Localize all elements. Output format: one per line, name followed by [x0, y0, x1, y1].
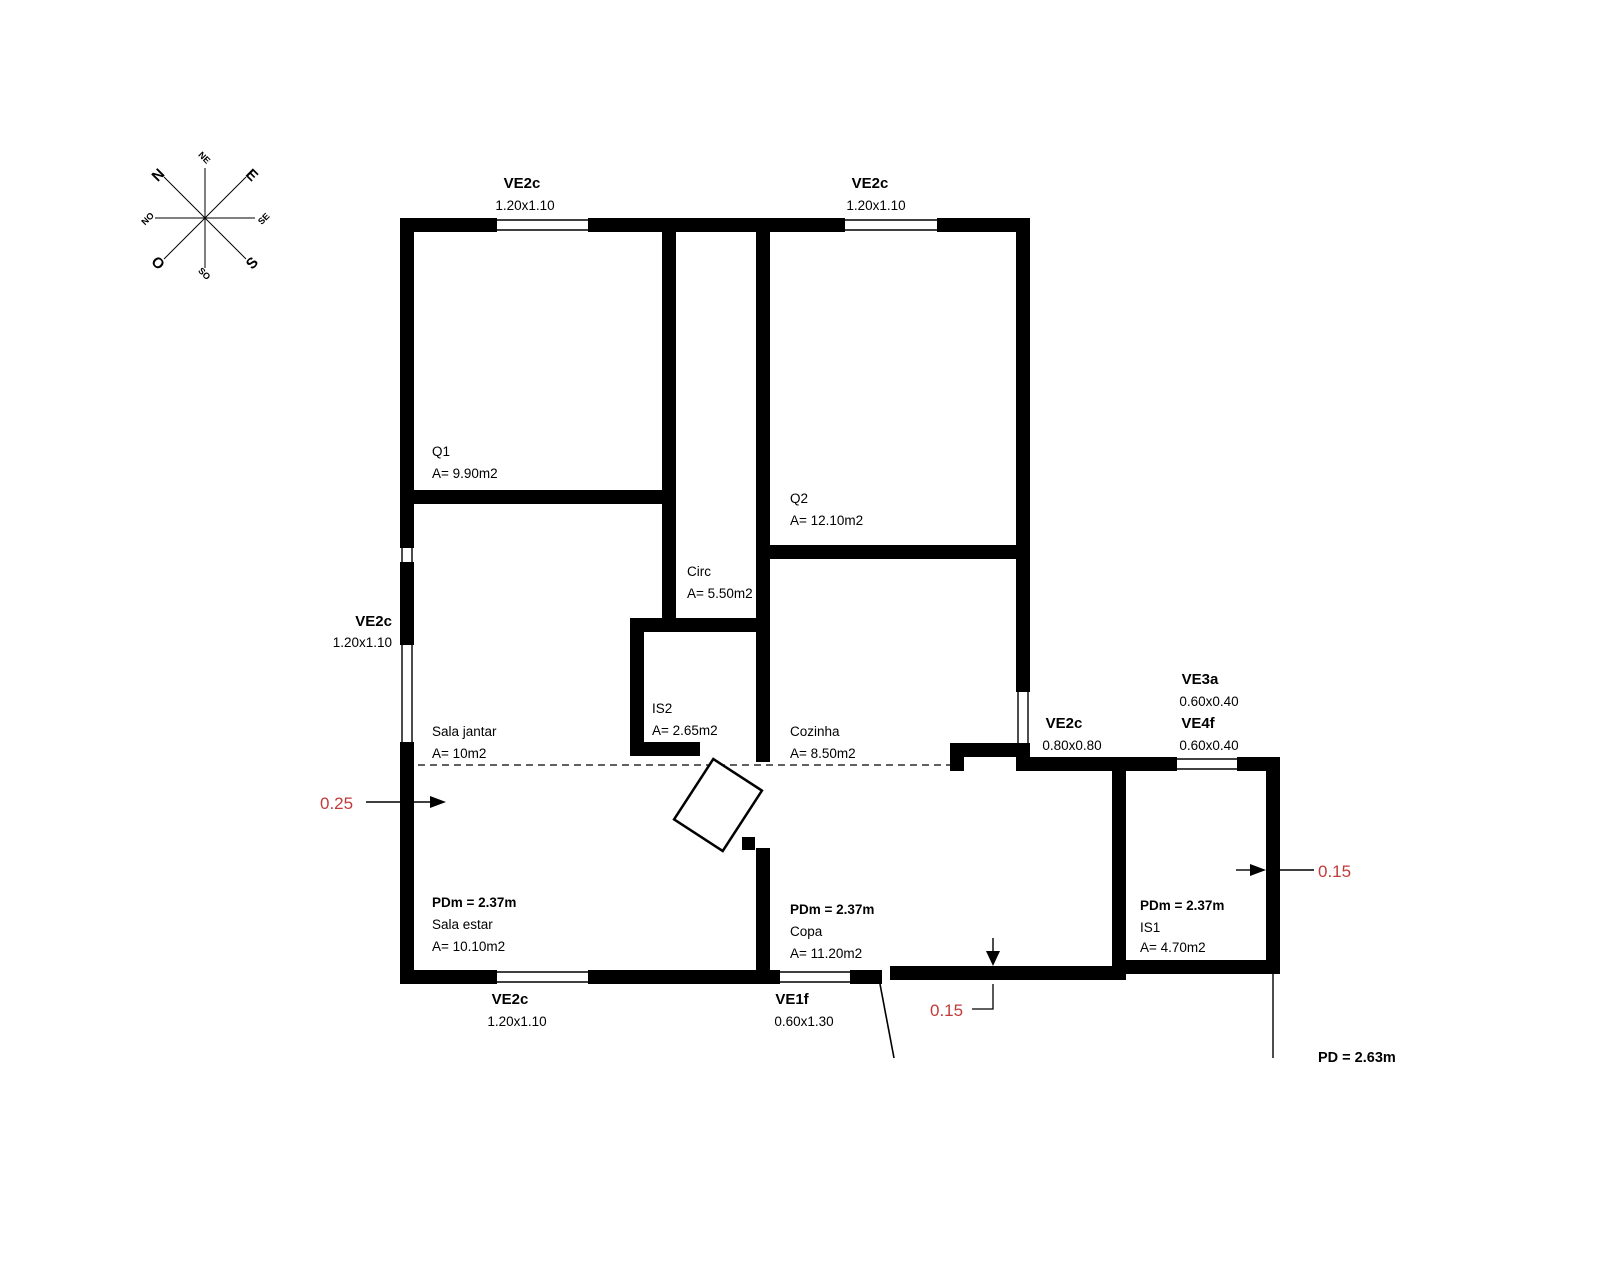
wall-segment	[414, 490, 676, 504]
door-stop-block	[742, 837, 755, 850]
compass-label-ne: NE	[196, 150, 212, 166]
wall-segment	[588, 970, 780, 984]
wall-segment	[756, 545, 1016, 559]
window-ve3a-size: 0.60x0.40	[1179, 694, 1238, 709]
room-copa-area: A= 11.20m2	[790, 946, 862, 961]
window-top-left-size: 1.20x1.10	[495, 198, 554, 213]
wall-segment	[950, 743, 1030, 757]
room-copa-pdm: PDm = 2.37m	[790, 902, 874, 917]
dimension-arrowhead	[986, 951, 1000, 966]
room-sala-jantar-name: Sala jantar	[432, 724, 497, 739]
room-sala-estar-pdm: PDm = 2.37m	[432, 895, 516, 910]
window-top-left-name: VE2c	[504, 175, 541, 192]
window-right-small-name: VE2c	[1046, 715, 1083, 732]
window-bottom-name: VE2c	[492, 991, 529, 1008]
room-sala-estar-name: Sala estar	[432, 917, 493, 932]
wall-segment	[400, 562, 414, 645]
wall-segment	[400, 970, 497, 984]
room-cozinha-name: Cozinha	[790, 724, 840, 739]
room-circ-name: Circ	[687, 564, 711, 579]
room-sala-estar-area: A= 10.10m2	[432, 939, 505, 954]
window-ve4f-size: 0.60x0.40	[1179, 738, 1238, 753]
compass-label-east: E	[242, 166, 261, 185]
dimension-left-wall-label: 0.25	[320, 794, 353, 813]
window-top-right-name: VE2c	[852, 175, 889, 192]
room-is2-area: A= 2.65m2	[652, 723, 718, 738]
room-q1-name: Q1	[432, 444, 450, 459]
wall-segment	[1112, 960, 1280, 974]
dimension-arrowhead	[1250, 864, 1266, 876]
wall-segment	[937, 218, 1030, 232]
room-is1-area: A= 4.70m2	[1140, 940, 1206, 955]
window-ve1f-name: VE1f	[775, 991, 809, 1008]
entrance-door-line	[879, 983, 895, 1059]
window-glazing	[401, 219, 1237, 983]
door-leaf-panel	[672, 757, 764, 853]
room-q2-name: Q2	[790, 491, 808, 506]
room-q2-area: A= 12.10m2	[790, 513, 863, 528]
ceiling-height-note: PD = 2.63m	[1318, 1050, 1396, 1066]
room-copa-name: Copa	[790, 924, 823, 939]
window-left-name: VE2c	[355, 613, 392, 630]
compass-label-no: NO	[139, 210, 156, 227]
window-ve3a-name: VE3a	[1182, 671, 1219, 688]
wall-segment	[1016, 218, 1030, 692]
room-circ-area: A= 5.50m2	[687, 586, 753, 601]
window-ve1f-size: 0.60x1.30	[774, 1014, 833, 1029]
wall-segment	[662, 232, 676, 618]
window-top-right-size: 1.20x1.10	[846, 198, 905, 213]
dimension-bottom-wall-label: 0.15	[930, 1001, 963, 1020]
window-bottom-size: 1.20x1.10	[487, 1014, 546, 1029]
window-right-small-size: 0.80x0.80	[1042, 738, 1101, 753]
dimension-right-wall-label: 0.15	[1318, 862, 1351, 881]
wall-segment	[756, 848, 770, 984]
wall-segment	[400, 742, 414, 984]
dimension-leader-line	[972, 984, 994, 1010]
wall-segment	[756, 232, 770, 762]
room-is1-name: IS1	[1140, 920, 1160, 935]
wall-segment	[1266, 757, 1280, 974]
window-left-size: 1.20x1.10	[333, 635, 392, 650]
window-labels: VE2c 1.20x1.10 VE2c 1.20x1.10 VE2c 1.20x…	[333, 175, 1239, 1029]
wall-segment	[630, 618, 644, 756]
walls	[400, 218, 1280, 984]
room-q1-area: A= 9.90m2	[432, 466, 498, 481]
compass-label-north: N	[149, 166, 169, 186]
wall-segment	[400, 218, 414, 548]
wall-segment	[1016, 757, 1177, 771]
door-leaf	[672, 757, 764, 853]
dimension-annotations: 0.25 0.15 0.15	[320, 794, 1351, 1020]
window-ve4f-name: VE4f	[1181, 715, 1215, 732]
wall-segment	[588, 218, 845, 232]
room-sala-jantar-area: A= 10m2	[432, 746, 486, 761]
compass-label-so: SO	[196, 266, 212, 282]
wall-segment	[630, 618, 770, 632]
compass-label-west: O	[148, 253, 169, 274]
room-is1-pdm: PDm = 2.37m	[1140, 898, 1224, 913]
wall-segment	[950, 743, 964, 771]
room-is2-name: IS2	[652, 701, 672, 716]
room-labels: Q1 A= 9.90m2 Q2 A= 12.10m2 Circ A= 5.50m…	[432, 444, 1224, 961]
compass-rose	[155, 168, 255, 268]
dimension-arrowhead	[430, 796, 446, 808]
compass-label-se: SE	[256, 211, 272, 227]
compass-label-south: S	[243, 254, 262, 273]
room-cozinha-area: A= 8.50m2	[790, 746, 856, 761]
wall-segment	[630, 742, 700, 756]
wall-segment	[400, 218, 497, 232]
wall-segment	[890, 966, 1126, 980]
wall-segment	[1112, 757, 1126, 974]
wall-segment	[850, 970, 882, 984]
